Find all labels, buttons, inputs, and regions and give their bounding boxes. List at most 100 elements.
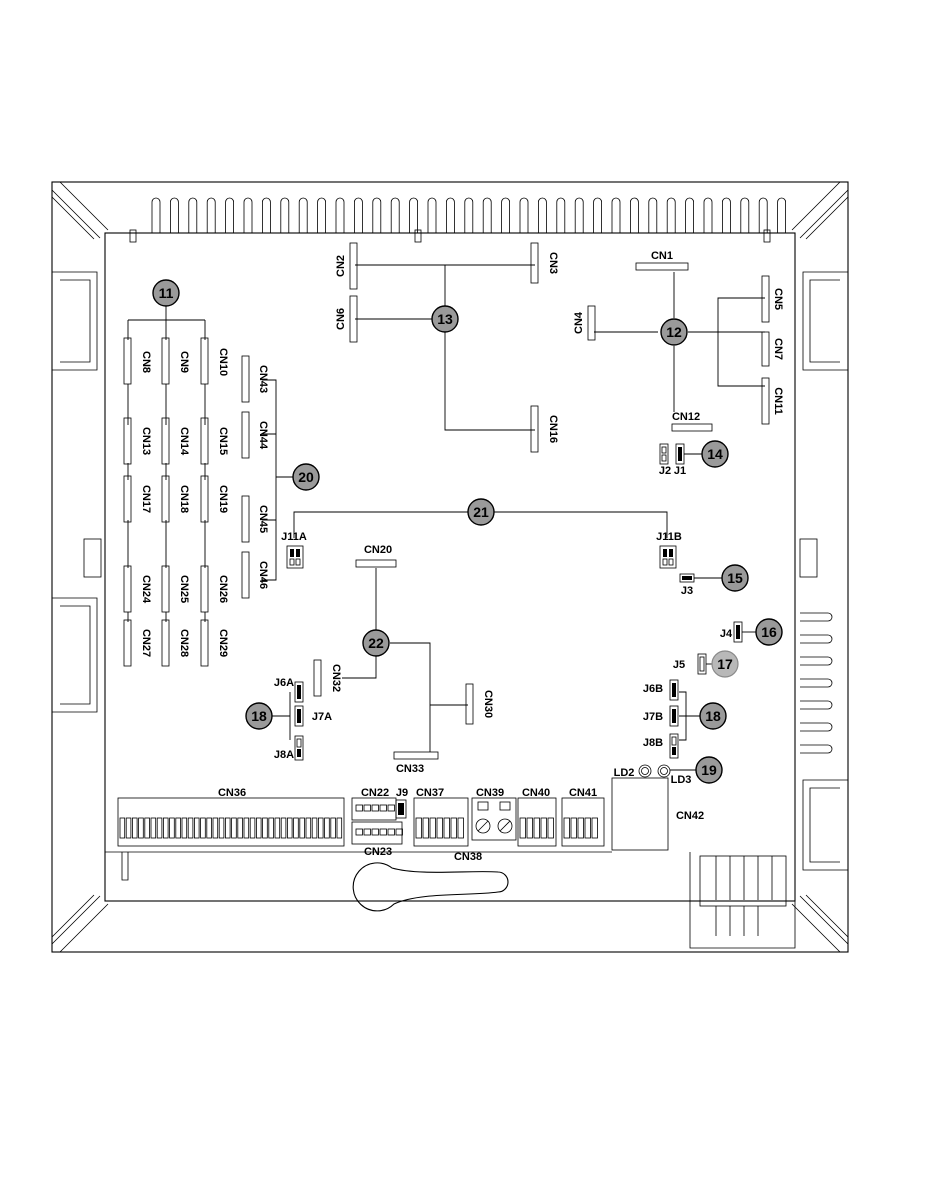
comb-finger — [520, 198, 528, 233]
callout-20: 20 — [293, 464, 319, 490]
svg-text:20: 20 — [298, 469, 314, 485]
terminal-pin — [388, 829, 395, 835]
label-ld3: LD3 — [671, 774, 692, 786]
label-cn24: CN24 — [140, 575, 152, 604]
terminal-pin — [585, 818, 591, 838]
terminal-pin — [337, 818, 342, 838]
callout-18-left: 18 — [246, 703, 272, 729]
header-cn14 — [162, 418, 169, 464]
callout-12: 12 — [661, 319, 687, 345]
terminal-pin — [534, 818, 540, 838]
label-cn9: CN9 — [178, 351, 190, 373]
callout-13: 13 — [432, 306, 458, 332]
terminal-pin — [430, 818, 436, 838]
comb-finger — [410, 198, 418, 233]
svg-text:15: 15 — [727, 570, 743, 586]
top-comb — [152, 198, 786, 233]
svg-text:18: 18 — [251, 708, 267, 724]
label-cn22: CN22 — [361, 787, 389, 799]
label-j6b: J6B — [643, 683, 663, 695]
terminal-pin — [451, 818, 457, 838]
svg-text:11: 11 — [159, 285, 174, 301]
terminal-pin — [176, 818, 181, 838]
label-cn43: CN43 — [257, 365, 269, 393]
comb-finger — [778, 198, 786, 233]
comb-finger — [575, 198, 583, 233]
comb-finger — [428, 198, 436, 233]
terminal-pin — [151, 818, 156, 838]
header-cn44 — [242, 412, 249, 458]
terminal-pin — [372, 829, 379, 835]
label-cn39: CN39 — [476, 787, 504, 799]
label-j5: J5 — [673, 659, 685, 671]
terminal-pin — [564, 818, 570, 838]
terminal-pin — [250, 818, 255, 838]
label-cn13: CN13 — [140, 427, 152, 455]
terminal-pin — [256, 818, 261, 838]
svg-text:17: 17 — [717, 656, 733, 672]
terminal-pin — [520, 818, 526, 838]
terminal-pin — [213, 818, 218, 838]
terminal-pin — [356, 805, 363, 811]
header-cn2 — [350, 243, 357, 289]
comb-finger — [244, 198, 252, 233]
svg-text:14: 14 — [707, 446, 723, 462]
terminal-pin — [312, 818, 317, 838]
svg-text:12: 12 — [666, 324, 682, 340]
terminal-pin — [263, 818, 268, 838]
terminal-pin — [372, 805, 379, 811]
comb-finger — [741, 198, 749, 233]
terminal-pin — [437, 818, 443, 838]
comb-finger — [189, 198, 197, 233]
comb-finger — [207, 198, 215, 233]
label-cn41: CN41 — [569, 787, 597, 799]
label-cn23: CN23 — [364, 846, 392, 858]
header-cn7 — [762, 332, 769, 366]
terminal-pin — [238, 818, 243, 838]
terminal-pin — [132, 818, 137, 838]
comb-finger — [630, 198, 638, 233]
label-cn15: CN15 — [217, 427, 229, 455]
header-cn16 — [531, 406, 538, 452]
label-cn8: CN8 — [140, 351, 152, 373]
label-j8b: J8B — [643, 737, 663, 749]
header-cn11 — [762, 378, 769, 424]
label-cn27: CN27 — [140, 629, 152, 657]
right-fingers — [800, 613, 832, 753]
label-cn10: CN10 — [217, 348, 229, 376]
connector-labels: CN8 CN9 CN10 CN13 CN14 CN15 CN17 CN18 CN… — [140, 250, 784, 863]
label-cn26: CN26 — [217, 575, 229, 603]
label-cn12: CN12 — [672, 411, 700, 423]
label-cn20: CN20 — [364, 544, 392, 556]
header-cn9 — [162, 338, 169, 384]
label-cn46: CN46 — [257, 561, 269, 589]
terminal-pin — [294, 818, 299, 838]
terminal-pin — [163, 818, 168, 838]
terminal-pin — [423, 818, 429, 838]
terminal-pin — [170, 818, 175, 838]
label-cn14: CN14 — [178, 427, 190, 456]
callout-11: 11 — [153, 280, 179, 306]
terminal-pin — [578, 818, 584, 838]
label-cn33: CN33 — [396, 763, 424, 775]
label-cn25: CN25 — [178, 575, 190, 603]
comb-finger — [281, 198, 289, 233]
terminal-pin — [194, 818, 199, 838]
header-cn8 — [124, 338, 131, 384]
callouts: 11 13 12 14 20 21 15 16 17 22 18 18 19 — [153, 280, 782, 783]
svg-text:13: 13 — [437, 311, 453, 327]
label-j1: J1 — [674, 465, 686, 477]
terminal-pin — [139, 818, 144, 838]
terminal-pin — [444, 818, 450, 838]
terminal-pin — [207, 818, 212, 838]
terminal-pin — [219, 818, 224, 838]
terminal-pin — [225, 818, 230, 838]
terminal-pin — [541, 818, 547, 838]
header-cn10 — [201, 338, 208, 384]
header-cn19 — [201, 476, 208, 522]
label-j11b: J11B — [656, 531, 682, 543]
comb-finger — [170, 198, 178, 233]
terminal-pin — [281, 818, 286, 838]
label-cn16: CN16 — [547, 415, 559, 443]
label-cn1: CN1 — [651, 250, 673, 262]
